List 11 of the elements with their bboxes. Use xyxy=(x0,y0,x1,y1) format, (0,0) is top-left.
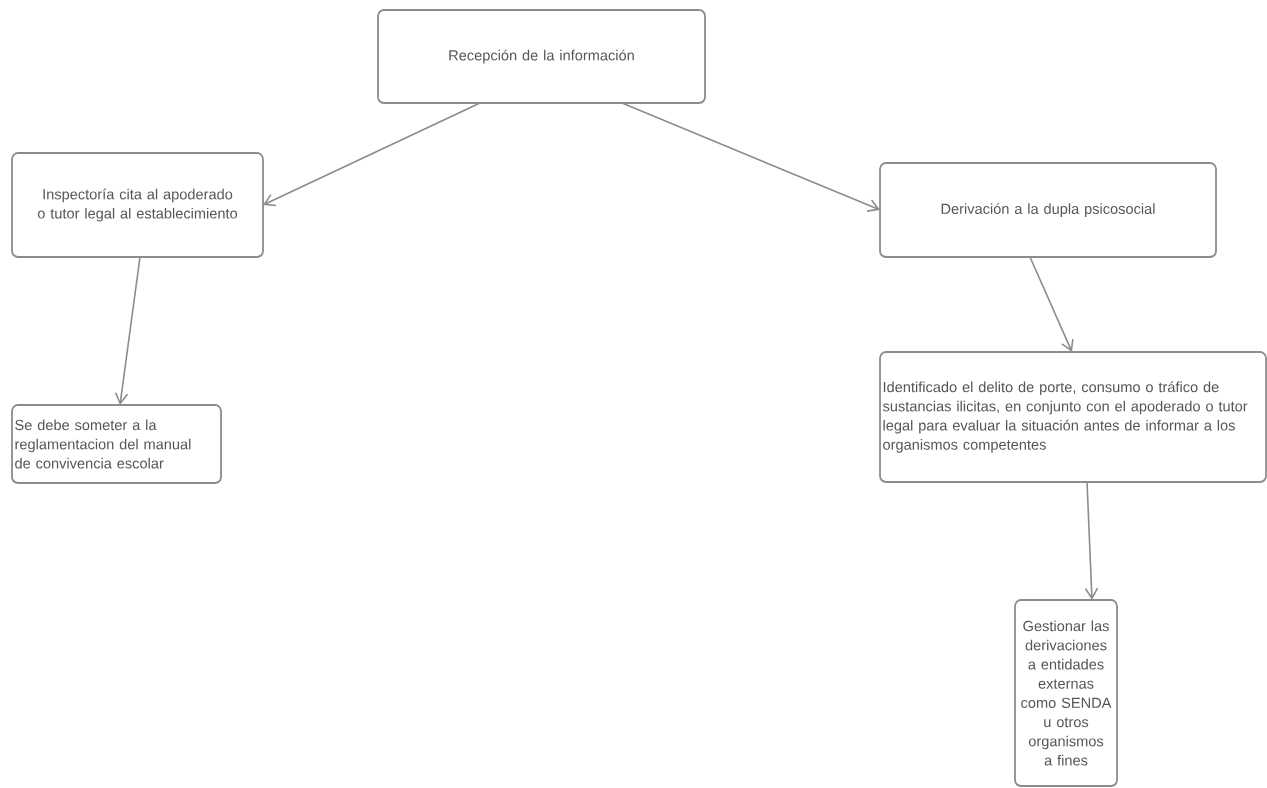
process-box: Se debe someter a la reglamentacion del manual de convivencia escolar xyxy=(11,404,222,484)
process-box: Inspectoría cita al apoderado o tutor legal al establecimiento xyxy=(11,152,264,258)
arrow xyxy=(263,102,481,207)
process-box: Gestionar las derivaciones a entidades externas como SENDA u otros organismos a fines xyxy=(1014,599,1118,787)
process-box: Derivación a la dupla psicosocial xyxy=(879,162,1217,258)
arrow xyxy=(621,102,880,212)
process-box: Identificado el delito de porte, consumo o tráfico de sustancias ilicitas, en conjunto con el apoderado o tutor legal para evaluar la situación antes de informar a los organismos competentes xyxy=(879,351,1267,483)
arrow xyxy=(114,256,141,405)
arrow xyxy=(1084,481,1099,600)
arrow xyxy=(1029,256,1074,352)
process-box: Recepción de la información xyxy=(377,9,706,104)
